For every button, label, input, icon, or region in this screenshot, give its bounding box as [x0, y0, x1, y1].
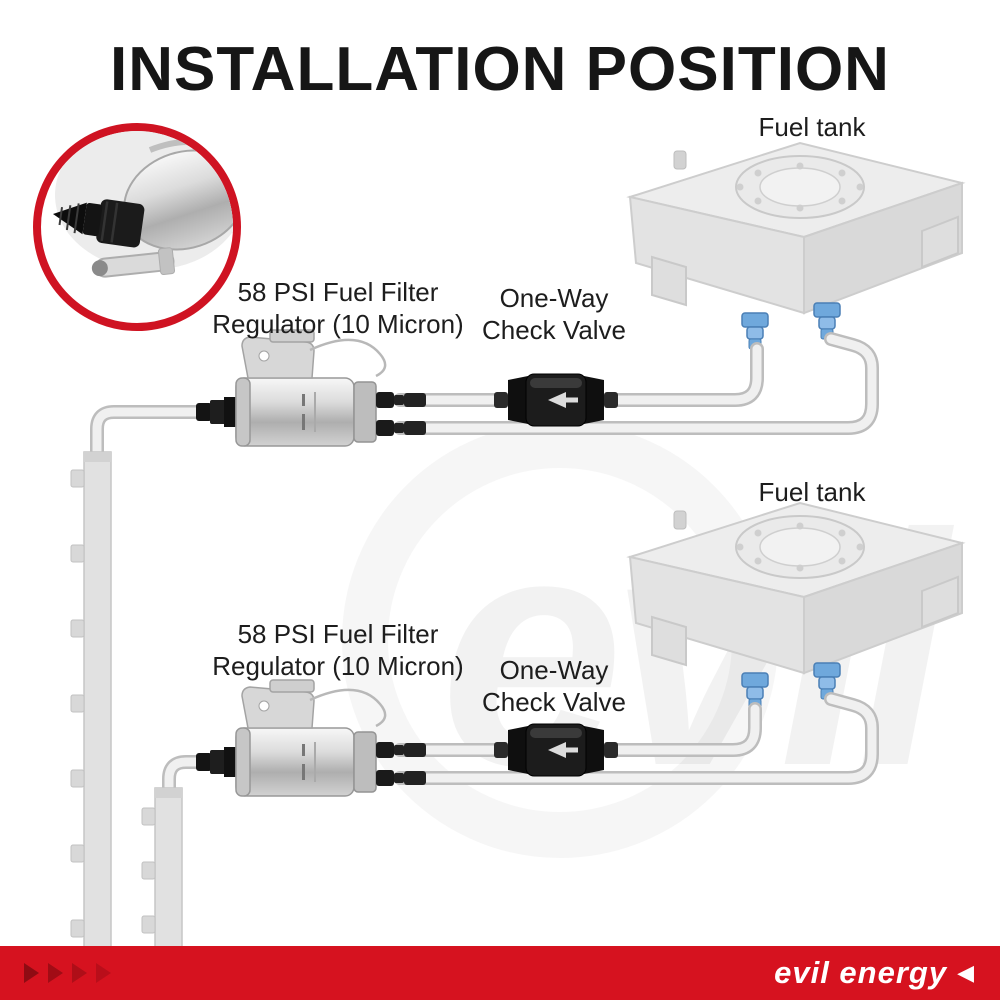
- fuel-filter-regulator-graphic-top: [194, 328, 428, 448]
- product-closeup-inset: [33, 123, 241, 331]
- fuel-tank-graphic-bottom: [629, 502, 963, 710]
- brand-name: evil energy: [774, 955, 948, 990]
- triangle-icon: [24, 963, 39, 983]
- valve-label-line2: Check Valve: [481, 315, 627, 346]
- triangle-icon: [96, 963, 111, 983]
- fuel-tank-label-text: Fuel tank: [758, 112, 866, 142]
- black-an-fitting-closeup: [52, 199, 145, 248]
- brand-banner: evil energy ◀: [0, 946, 1000, 1000]
- fuel-tank-label-bottom: Fuel tank: [737, 476, 887, 508]
- fuel-tank-graphic-top: [629, 142, 963, 350]
- filter-label-line1: 58 PSI Fuel Filter: [237, 277, 439, 307]
- valve-label-line2: Check Valve: [481, 687, 627, 718]
- decoration-arrows: [24, 963, 111, 983]
- page-title: INSTALLATION POSITION: [110, 35, 890, 104]
- quick-connect-port-closeup: [91, 247, 176, 278]
- check-valve-graphic-bottom: [493, 723, 619, 777]
- filter-label-line2: Regulator (10 Micron): [212, 309, 464, 340]
- filter-regulator-label-top: 58 PSI Fuel Filter Regulator (10 Micron): [208, 276, 468, 340]
- brand-logo: evil energy ◀: [774, 955, 974, 991]
- check-valve-graphic-top: [493, 373, 619, 427]
- fuel-tank-label-text: Fuel tank: [758, 477, 866, 507]
- filter-label-line2: Regulator (10 Micron): [212, 651, 464, 682]
- fuel-tank-label-top: Fuel tank: [737, 111, 887, 143]
- filter-regulator-label-bottom: 58 PSI Fuel Filter Regulator (10 Micron): [208, 618, 468, 682]
- triangle-icon: [72, 963, 87, 983]
- fuel-rail-graphic-2: [141, 787, 183, 956]
- brand-arrow-icon: ◀: [957, 960, 974, 985]
- valve-label-line1: One-Way: [499, 655, 609, 685]
- check-valve-label-bottom: One-Way Check Valve: [464, 654, 644, 718]
- valve-label-line1: One-Way: [499, 283, 609, 313]
- triangle-icon: [48, 963, 63, 983]
- fuel-rail-graphic-1: [70, 451, 112, 956]
- filter-label-line1: 58 PSI Fuel Filter: [237, 619, 439, 649]
- check-valve-label-top: One-Way Check Valve: [464, 282, 644, 346]
